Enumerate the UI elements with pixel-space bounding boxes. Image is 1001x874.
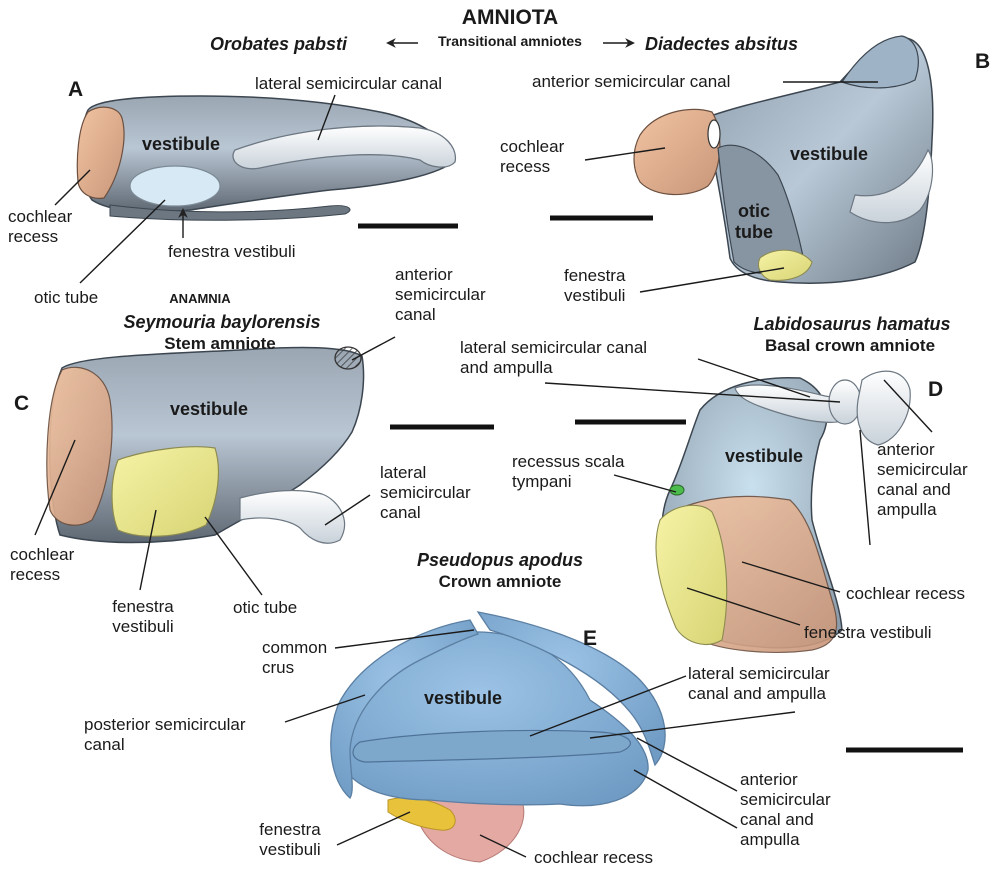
taxon-diadectes: Diadectes absitus bbox=[645, 34, 798, 55]
label-c-otic-tube: otic tube bbox=[233, 598, 297, 618]
panel-a-drawing bbox=[77, 96, 458, 226]
label-e-posterior-canal: posterior semicircular canal bbox=[84, 715, 246, 755]
panel-d-recessus bbox=[670, 485, 684, 495]
label-e-cochlear-recess: cochlear recess bbox=[534, 848, 653, 868]
label-anamnia: ANAMNIA bbox=[120, 291, 280, 306]
status-seymouria: Stem amniote bbox=[130, 334, 310, 354]
leader-e-anterior-b bbox=[634, 770, 737, 828]
panel-c-lateral-canal bbox=[240, 491, 345, 544]
panel-e-drawing bbox=[331, 612, 963, 862]
leader-e-fenestra bbox=[337, 812, 410, 845]
figure-subtitle: Transitional amniotes bbox=[410, 33, 610, 50]
label-e-common-crus: common crus bbox=[262, 638, 327, 678]
panel-a-fenestra-region bbox=[130, 166, 220, 206]
panel-d-drawing bbox=[575, 371, 910, 652]
label-d-cochlear-recess: cochlear recess bbox=[846, 584, 965, 604]
panel-c-letter: C bbox=[14, 392, 29, 417]
label-e-vestibule: vestibule bbox=[424, 688, 502, 709]
label-d-recessus: recessus scala tympani bbox=[512, 452, 624, 492]
leader-d-anterior-b bbox=[860, 430, 870, 545]
label-a-lateral-canal: lateral semicircular canal bbox=[255, 74, 442, 94]
leader-c-otic-tube bbox=[205, 517, 262, 595]
leader-e-anterior-a bbox=[637, 738, 737, 791]
panel-c-fenestra bbox=[112, 447, 218, 537]
label-c-fenestra: fenestra vestibuli bbox=[98, 597, 188, 637]
taxon-pseudopus: Pseudopus apodus bbox=[400, 550, 600, 571]
label-d-vestibule: vestibule bbox=[725, 446, 803, 467]
label-a-vestibule: vestibule bbox=[142, 134, 220, 155]
label-c-vestibule: vestibule bbox=[170, 399, 248, 420]
label-b-anterior-canal: anterior semicircular canal bbox=[532, 72, 730, 92]
label-b-cochlear-recess: cochlear recess bbox=[500, 137, 564, 177]
leader-c-anterior bbox=[352, 337, 395, 360]
label-e-lateral-canal: lateral semicircular canal and ampulla bbox=[688, 664, 830, 704]
label-c-anterior-canal: anterior semicircular canal bbox=[395, 265, 486, 325]
taxon-labidosaurus: Labidosaurus hamatus bbox=[722, 314, 982, 335]
panel-e-letter: E bbox=[583, 627, 597, 652]
label-e-fenestra: fenestra vestibuli bbox=[240, 820, 340, 860]
figure-title: AMNIOTA bbox=[420, 6, 600, 31]
panel-b-foramen bbox=[708, 120, 720, 148]
panel-a-letter: A bbox=[68, 78, 83, 103]
label-b-otic-tube: otic tube bbox=[726, 201, 782, 243]
label-b-vestibule: vestibule bbox=[790, 144, 868, 165]
label-c-lateral-canal: lateral semicircular canal bbox=[380, 463, 471, 523]
label-d-fenestra: fenestra vestibuli bbox=[804, 623, 932, 643]
label-a-cochlear-recess: cochlear recess bbox=[8, 207, 72, 247]
panel-b-cochlear-recess bbox=[634, 109, 720, 194]
panel-b-letter: B bbox=[975, 50, 990, 75]
label-d-lateral-canal: lateral semicircular canal and ampulla bbox=[460, 338, 647, 378]
taxon-seymouria: Seymouria baylorensis bbox=[102, 312, 342, 333]
panel-b-anterior-canal bbox=[842, 36, 918, 88]
status-labidosaurus: Basal crown amniote bbox=[745, 336, 955, 356]
panel-d-anterior-canal bbox=[857, 371, 910, 445]
taxon-orobates: Orobates pabsti bbox=[210, 34, 347, 55]
status-pseudopus: Crown amniote bbox=[410, 572, 590, 592]
label-a-otic-tube: otic tube bbox=[34, 288, 98, 308]
label-e-anterior-canal: anterior semicircular canal and ampulla bbox=[740, 770, 831, 850]
label-a-fenestra: fenestra vestibuli bbox=[168, 242, 296, 262]
label-d-anterior-canal: anterior semicircular canal and ampulla bbox=[877, 440, 968, 520]
label-c-cochlear-recess: cochlear recess bbox=[10, 545, 74, 585]
panel-d-letter: D bbox=[928, 378, 943, 403]
label-b-fenestra: fenestra vestibuli bbox=[564, 266, 625, 306]
panel-d-fenestra bbox=[656, 505, 727, 644]
